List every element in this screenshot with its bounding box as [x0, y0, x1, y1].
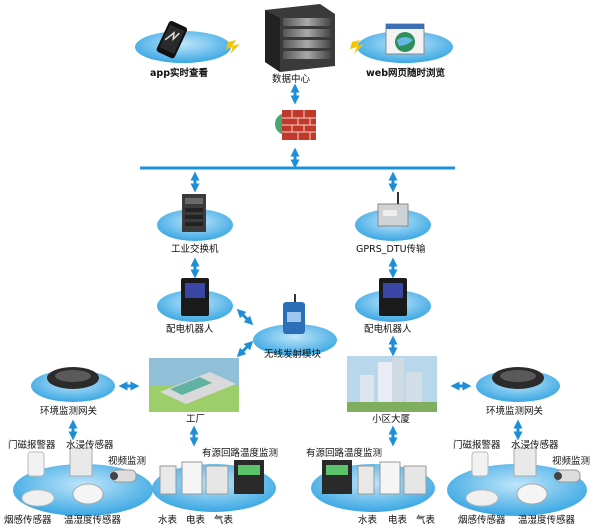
door-alarm-icon-left	[27, 451, 45, 477]
gprs-dtu-icon	[377, 192, 409, 227]
label-smoke-right: 烟感传感器	[458, 515, 506, 526]
industrial-switch-icon	[182, 194, 206, 232]
label-gas-meter-left: 气表	[214, 515, 234, 526]
label-web-view: web网页随时浏览	[366, 68, 446, 79]
label-industrial-switch: 工业交换机	[171, 244, 219, 255]
robot-terminal-icon-left	[181, 278, 209, 316]
water-sensor-icon-left	[69, 447, 93, 477]
label-factory: 工厂	[186, 414, 206, 425]
camera-icon-right	[554, 469, 581, 483]
label-door-alarm-left: 门磁报警器	[8, 440, 56, 451]
robot-terminal-icon-right	[379, 278, 407, 316]
label-robot-left: 配电机器人	[166, 324, 214, 335]
server-icon	[265, 4, 335, 72]
water-sensor-icon-right	[513, 447, 537, 477]
label-env-gateway-left: 环境监测网关	[40, 406, 98, 417]
wireless-module-icon	[283, 294, 305, 334]
app-platform-ellipse	[135, 31, 231, 63]
label-data-center: 数据中心	[272, 74, 311, 85]
env-gateway-icon-right	[492, 367, 544, 389]
factory-image	[149, 358, 239, 412]
label-elec-meter-left: 电表	[186, 515, 206, 526]
smoke-sensor-icon-left	[21, 489, 55, 507]
label-residential: 小区大厦	[372, 414, 411, 425]
label-smoke-left: 烟感传感器	[4, 515, 52, 526]
label-gprs-dtu: GPRS_DTU传输	[356, 244, 426, 255]
residential-image	[347, 356, 437, 412]
label-loop-temp-left: 有源回路温度监测	[202, 448, 279, 459]
arrow-wireless-factory	[236, 340, 254, 358]
camera-icon-left	[110, 469, 137, 483]
lightning-icon-right	[350, 40, 364, 54]
web-browser-icon	[385, 23, 425, 55]
label-wireless-module: 无线发射模块	[264, 349, 322, 360]
label-loop-temp-right: 有源回路温度监测	[306, 448, 383, 459]
label-water-sensor-left: 水浸传感器	[66, 440, 114, 451]
meter-icons-left	[159, 460, 264, 495]
arrow-robot-wireless	[236, 308, 254, 326]
temp-humidity-icon-right	[516, 483, 548, 505]
label-door-alarm-right: 门磁报警器	[453, 440, 501, 451]
env-gateway-icon-left	[47, 367, 99, 389]
firewall-icon	[275, 110, 316, 140]
wireless-ellipse	[253, 324, 337, 356]
label-temp-hum-left: 温湿度传感器	[64, 515, 122, 526]
smoke-sensor-icon-right	[465, 489, 499, 507]
label-water-sensor-right: 水浸传感器	[511, 440, 559, 451]
label-elec-meter-right: 电表	[388, 515, 408, 526]
label-water-meter-left: 水表	[158, 515, 178, 526]
label-video-left: 视频监测	[108, 456, 147, 467]
label-app-view: app实时查看	[150, 68, 209, 79]
label-temp-hum-right: 温湿度传感器	[518, 515, 576, 526]
phone-icon	[156, 20, 188, 59]
temp-humidity-icon-left	[72, 483, 104, 505]
label-video-right: 视频监测	[552, 456, 591, 467]
label-robot-right: 配电机器人	[364, 324, 412, 335]
meter-icons-right	[322, 460, 427, 495]
lightning-icon-left	[226, 40, 240, 54]
label-water-meter-right: 水表	[358, 515, 378, 526]
label-env-gateway-right: 环境监测网关	[486, 406, 544, 417]
label-gas-meter-right: 气表	[416, 515, 436, 526]
door-alarm-icon-right	[471, 451, 489, 477]
